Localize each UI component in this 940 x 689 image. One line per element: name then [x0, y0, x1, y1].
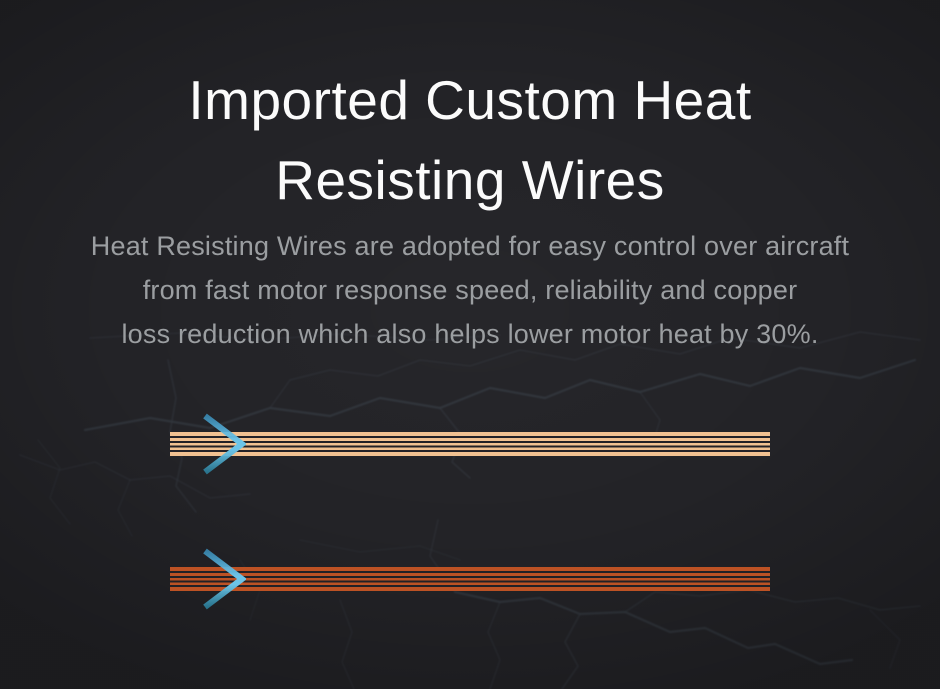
section-title-line-2: Resisting Wires: [275, 149, 665, 211]
description-line-2: from fast motor response speed, reliabil…: [142, 275, 798, 305]
heat-resisting-wire-copper: [170, 567, 770, 591]
section-title-line-1: Imported Custom Heat: [188, 69, 752, 131]
chevron-right-icon: [203, 548, 246, 610]
description-line-3: loss reduction which also helps lower mo…: [121, 319, 819, 349]
heat-resisting-wire-light: [170, 432, 770, 456]
chevron-right-icon: [203, 413, 246, 475]
section-title: Imported Custom Heat Resisting Wires: [0, 60, 940, 220]
description-line-1: Heat Resisting Wires are adopted for eas…: [90, 231, 850, 261]
section-description: Heat Resisting Wires are adopted for eas…: [0, 224, 940, 356]
